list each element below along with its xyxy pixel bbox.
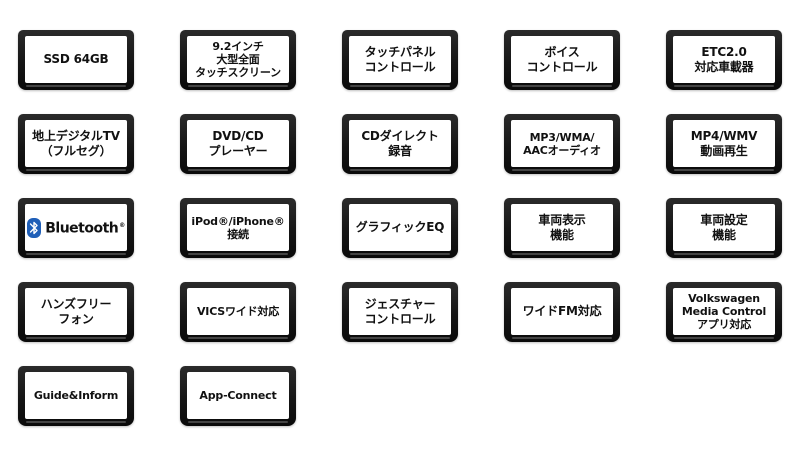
feature-tile-bluetooth: Bluetooth® [18,198,134,258]
feature-label: ETC2.0 対応車載器 [673,36,775,83]
feature-tile-vwmedia: Volkswagen Media Control アプリ対応 [666,282,782,342]
feature-label: 地上デジタルTV （フルセグ） [25,120,127,167]
feature-tile-appconnect: App-Connect [180,366,296,426]
registered-mark: ® [119,222,125,230]
feature-tile-handsfree: ハンズフリー フォン [18,282,134,342]
feature-label: Volkswagen Media Control アプリ対応 [673,288,775,335]
feature-tile-ssd: SSD 64GB [18,30,134,90]
feature-tile-mp4: MP4/WMV 動画再生 [666,114,782,174]
feature-tile-ipod: iPod®/iPhone® 接続 [180,198,296,258]
feature-label: SSD 64GB [25,36,127,83]
feature-label: App-Connect [187,372,289,419]
feature-tile-mp3: MP3/WMA/ AACオーディオ [504,114,620,174]
bluetooth-icon [27,217,42,238]
feature-tile-guide: Guide&Inform [18,366,134,426]
feature-tile-gesture: ジェスチャー コントロール [342,282,458,342]
feature-tile-touchpanel: タッチパネル コントロール [342,30,458,90]
feature-label: CDダイレクト 録音 [349,120,451,167]
feature-label: グラフィックEQ [349,204,451,251]
bluetooth-logo: Bluetooth® [27,217,125,238]
feature-tile-voice: ボイス コントロール [504,30,620,90]
feature-grid: SSD 64GB 9.2インチ 大型全面 タッチスクリーン タッチパネル コント… [18,30,788,426]
feature-label: MP3/WMA/ AACオーディオ [511,120,613,167]
feature-tile-eq: グラフィックEQ [342,198,458,258]
feature-tile-screen: 9.2インチ 大型全面 タッチスクリーン [180,30,296,90]
feature-tile-etc: ETC2.0 対応車載器 [666,30,782,90]
feature-tile-tv: 地上デジタルTV （フルセグ） [18,114,134,174]
feature-tile-widefm: ワイドFM対応 [504,282,620,342]
feature-label: ボイス コントロール [511,36,613,83]
feature-label: 9.2インチ 大型全面 タッチスクリーン [187,36,289,83]
bluetooth-screen: Bluetooth® [25,204,127,251]
bluetooth-label: Bluetooth® [45,220,125,237]
feature-label: DVD/CD プレーヤー [187,120,289,167]
feature-tile-dvd: DVD/CD プレーヤー [180,114,296,174]
feature-label: VICSワイド対応 [187,288,289,335]
feature-label: 車両表示 機能 [511,204,613,251]
feature-label: ワイドFM対応 [511,288,613,335]
feature-label: ハンズフリー フォン [25,288,127,335]
feature-label: iPod®/iPhone® 接続 [187,204,289,251]
feature-label: 車両設定 機能 [673,204,775,251]
feature-label: タッチパネル コントロール [349,36,451,83]
feature-tile-vehicle-display: 車両表示 機能 [504,198,620,258]
feature-tile-vehicle-settings: 車両設定 機能 [666,198,782,258]
feature-tile-cdrec: CDダイレクト 録音 [342,114,458,174]
feature-label: MP4/WMV 動画再生 [673,120,775,167]
feature-tile-vics: VICSワイド対応 [180,282,296,342]
feature-label: ジェスチャー コントロール [349,288,451,335]
feature-label: Guide&Inform [25,372,127,419]
